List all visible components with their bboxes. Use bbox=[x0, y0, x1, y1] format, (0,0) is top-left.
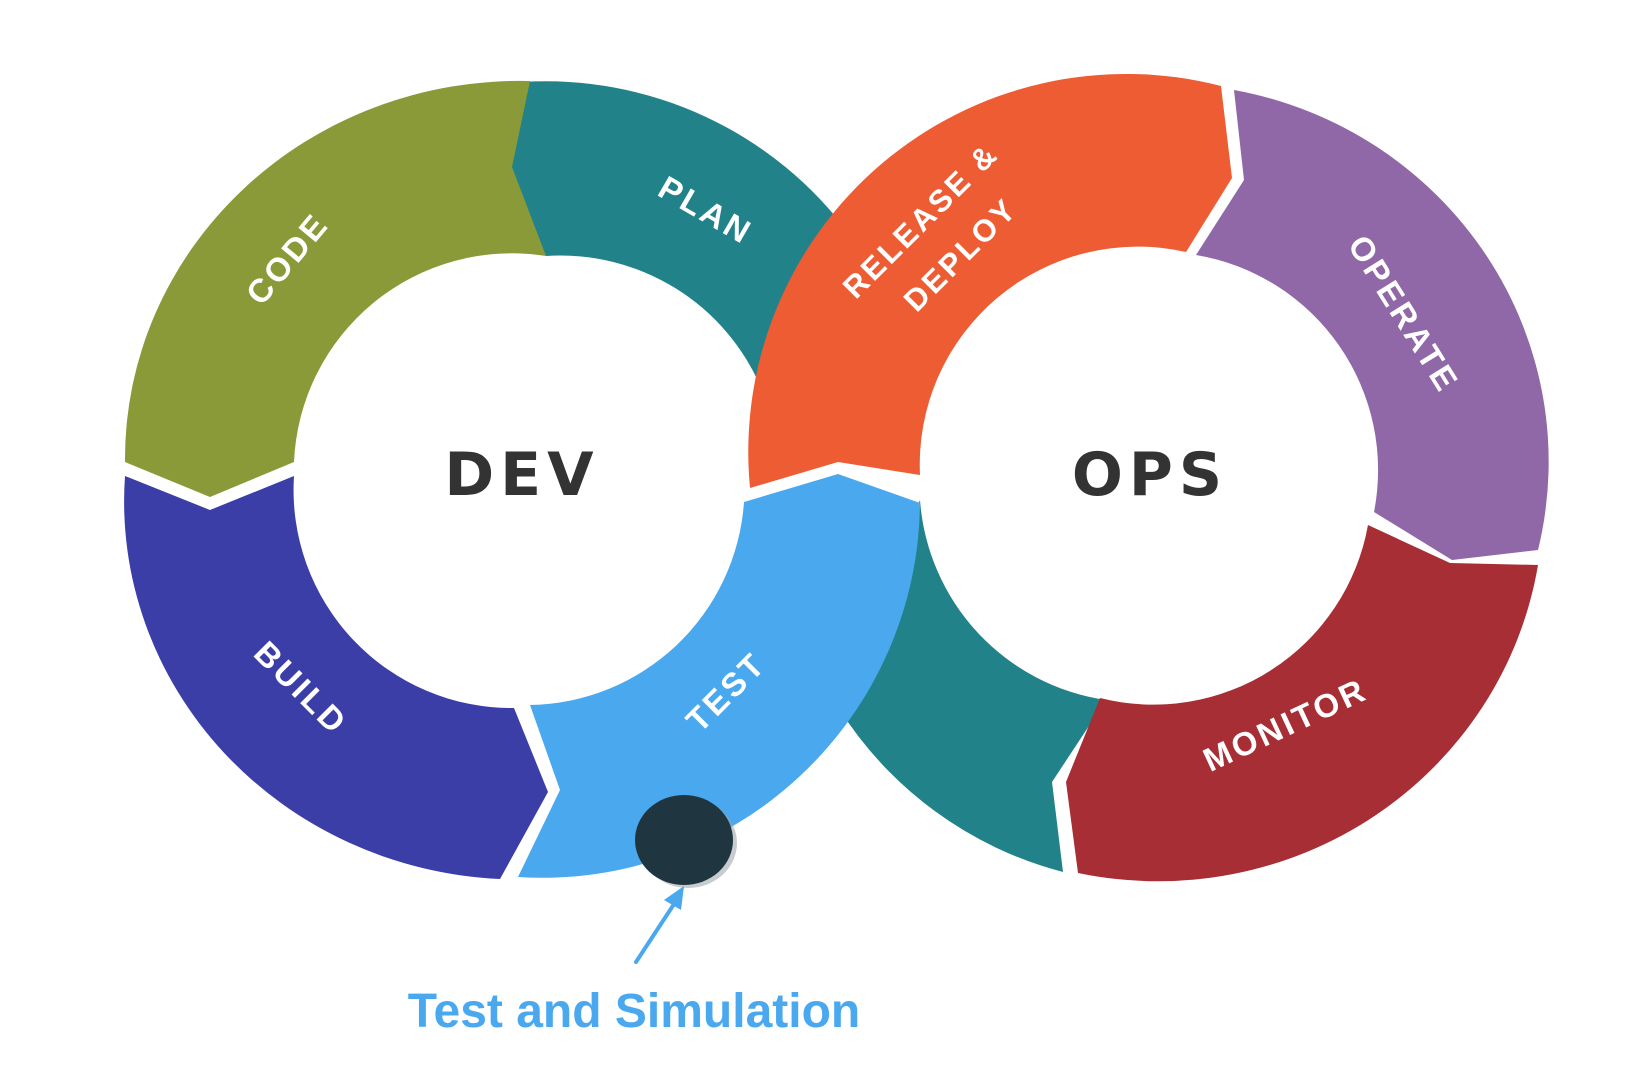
dev-hub-label: DEV bbox=[444, 440, 599, 510]
ops-hub-label: OPS bbox=[1072, 440, 1228, 510]
build-segment bbox=[124, 476, 549, 879]
monitor-segment bbox=[1066, 525, 1538, 882]
marker-dot bbox=[635, 795, 733, 885]
test-segment bbox=[518, 474, 920, 878]
release-deploy-segment bbox=[748, 73, 1232, 488]
plan-segment bbox=[504, 81, 850, 390]
pointer-arrow bbox=[634, 886, 684, 964]
annotation-label: Test and Simulation bbox=[408, 985, 860, 1038]
operate-segment bbox=[1196, 90, 1549, 560]
code-segment bbox=[124, 80, 546, 497]
